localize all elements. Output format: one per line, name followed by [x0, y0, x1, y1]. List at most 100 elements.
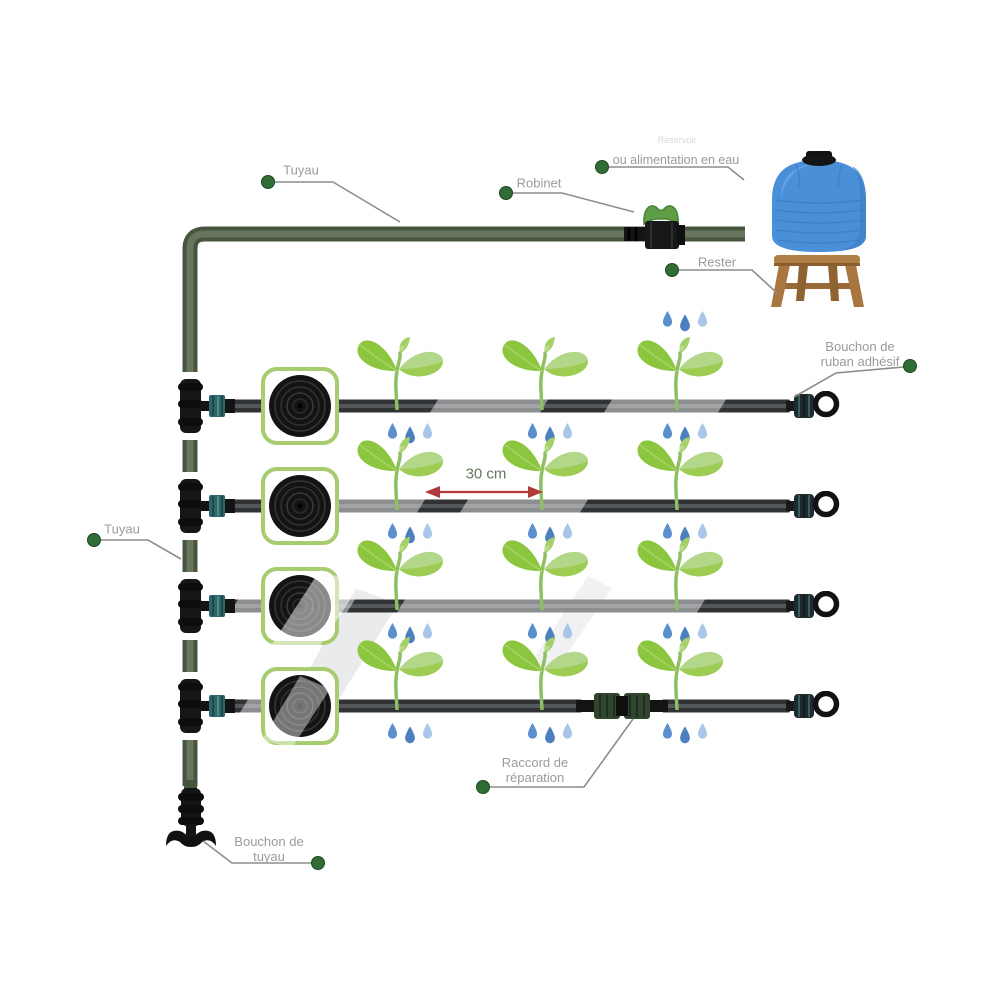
water-drop-icon	[697, 423, 708, 439]
drip-tape-roll-icon	[261, 367, 339, 445]
label-bouchon-ruban-line1: Bouchon de	[825, 339, 895, 355]
seedling-icon	[635, 635, 725, 710]
leader-tuyau-top	[274, 181, 401, 223]
tape-end-cap-icon	[786, 694, 837, 719]
watermark-patch	[430, 399, 548, 413]
drip-line-stripe	[664, 704, 788, 708]
label-spacing-30cm: 30 cm	[465, 465, 507, 483]
label-raccord-line1: Raccord de	[501, 755, 569, 771]
label-bouchon-tuyau: Bouchon de tuyau	[234, 834, 304, 865]
drop-group	[387, 623, 433, 644]
label-raccord-line2: réparation	[505, 770, 565, 785]
label-bouchon-tuyau-line1: Bouchon de	[234, 834, 304, 850]
water-drop-icon	[387, 623, 398, 639]
drip-row	[170, 435, 837, 545]
drip-line-stripe	[234, 404, 788, 408]
drip-row	[170, 335, 837, 445]
leader-water-supply	[608, 166, 745, 181]
leader-dots	[87, 160, 917, 870]
watermark-patch	[460, 499, 588, 513]
leader-raccord	[489, 718, 634, 788]
spacing-arrow	[425, 486, 543, 498]
label-tuyau-top: Tuyau	[283, 162, 319, 178]
water-drop-icon	[422, 523, 433, 539]
label-rester: Rester	[697, 254, 737, 270]
watermark-patch	[604, 399, 726, 413]
water-drop-icon	[697, 623, 708, 639]
label-bouchon-ruban-line2: ruban adhésif	[820, 354, 900, 369]
label-tuyau-left: Tuyau	[104, 521, 140, 537]
stool-icon	[771, 255, 864, 307]
leader-rester	[678, 269, 778, 294]
water-drop-icon	[387, 523, 398, 539]
water-drop-icon	[562, 523, 573, 539]
seedling-icon	[635, 335, 725, 410]
seedling-icon	[355, 635, 445, 710]
drop-group	[387, 523, 433, 544]
water-drop-icon	[662, 623, 673, 639]
water-drop-icon	[680, 314, 690, 332]
pipe-end-cap-icon	[166, 780, 216, 847]
drop-group	[387, 723, 433, 744]
label-water-supply: ou alimentation en eau	[612, 152, 740, 167]
water-drop-icon	[545, 726, 555, 744]
drop-group	[387, 423, 433, 444]
tee-connector-icon	[177, 479, 236, 533]
tee-connector-icon	[177, 579, 236, 633]
leader-lines	[100, 166, 905, 864]
drip-line-stripe	[234, 704, 580, 708]
water-drop-icon	[562, 723, 573, 739]
tap-valve-icon	[624, 205, 685, 249]
label-reservoir-faint: Réservoir	[657, 134, 697, 145]
label-bouchon-tuyau-line2: tuyau	[253, 849, 285, 864]
seedling-icon	[355, 335, 445, 410]
water-drop-icon	[405, 726, 415, 744]
label-robinet: Robinet	[516, 175, 562, 191]
water-drop-icon	[662, 423, 673, 439]
water-drop-icon	[697, 311, 708, 327]
leader-tuyau-left	[100, 539, 182, 560]
water-drop-icon	[697, 723, 708, 739]
leader-bouchon-ruban	[793, 366, 905, 398]
drip-tape-roll-icon	[261, 467, 339, 545]
drop-group	[527, 723, 573, 744]
seedling-icon	[635, 535, 725, 610]
leader-bouchon-tuyau	[202, 840, 312, 864]
water-drop-icon	[562, 423, 573, 439]
main-pipe	[182, 226, 745, 786]
seedling-icon	[500, 335, 590, 410]
watermark-patch	[397, 599, 705, 613]
drip-row	[170, 535, 837, 645]
seedling-icon	[500, 635, 590, 710]
water-drop-icon	[527, 723, 538, 739]
water-drop-icon	[422, 623, 433, 639]
drip-line-stripe	[234, 504, 788, 508]
watermark-overlay	[262, 570, 360, 748]
water-drop-icon	[527, 623, 538, 639]
water-drop-icon	[662, 523, 673, 539]
tape-end-cap-icon	[786, 394, 837, 419]
drip-line-stripe	[234, 604, 788, 608]
seedling-icon	[635, 435, 725, 510]
water-drop-icon	[662, 723, 673, 739]
tee-connector-icon	[177, 679, 236, 733]
water-drop-icon	[527, 523, 538, 539]
water-drop-icon	[387, 423, 398, 439]
water-drop-icon	[387, 723, 398, 739]
tee-connector-icon	[177, 379, 236, 433]
water-drop-icon	[662, 311, 673, 327]
water-drop-icon	[680, 726, 690, 744]
water-drop-icon	[422, 723, 433, 739]
tape-end-cap-icon	[786, 494, 837, 519]
water-drop-icon	[527, 423, 538, 439]
seedling-icon	[355, 435, 445, 510]
drop-group	[662, 723, 708, 744]
water-drop-icon	[422, 423, 433, 439]
leader-robinet	[512, 192, 635, 213]
seedling-icon	[500, 435, 590, 510]
repair-coupling-icon	[576, 693, 668, 719]
water-drop-icon	[697, 523, 708, 539]
drop-group	[662, 311, 708, 332]
